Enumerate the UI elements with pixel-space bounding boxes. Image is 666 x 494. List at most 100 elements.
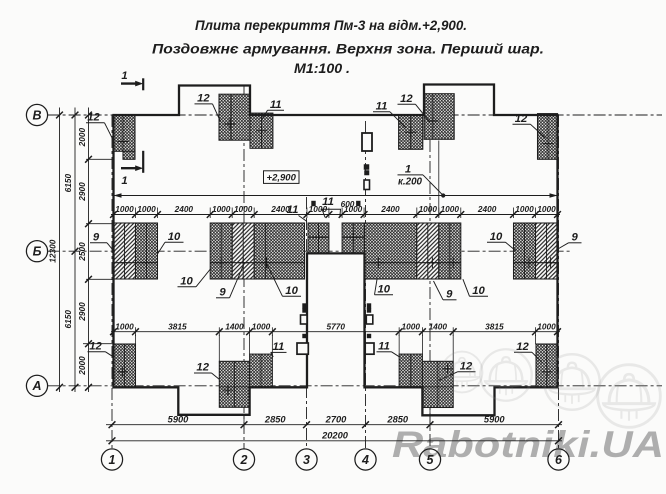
reinforcement-zone [112,114,136,152]
intersection-cross [313,231,324,243]
position-number: 10 [472,285,485,297]
col-axis-number: 1 [109,453,116,467]
dimension-tick [108,436,116,445]
reinforcement-zone [209,222,233,280]
reinforcement-zone [363,222,418,280]
position-number: 9 [446,289,453,301]
dimension-text: 1000 [419,204,438,214]
position-label-11: 11 [320,196,341,218]
label-leader [505,241,517,252]
label-leader [212,103,221,122]
col-axis-number: 4 [361,453,369,467]
title-line-3: М1:100 . [294,61,350,76]
dimension-text: 12300 [48,239,58,262]
col-axis-bubble-3: 3 [295,448,318,471]
embedded-part-symbol [302,308,307,313]
position-label-12: 12 [397,93,431,123]
label-leader [260,110,268,122]
label-leader [229,264,244,298]
embedded-part-symbol [364,170,370,176]
position-label-12: 12 [87,341,114,358]
section-label: 1 [121,70,127,82]
dimension-text: 6150 [63,310,73,329]
embedded-part-symbol [361,132,373,152]
position-label-10: 10 [177,268,212,288]
intersection-cross [405,126,417,138]
dimension-tick [71,111,79,119]
reinforcement-zone [122,150,136,160]
reinforcement-zone [218,93,251,141]
reinforcement-zone [112,222,137,280]
position-label-10: 10 [156,231,184,255]
dimension-text: 1000 [515,204,534,214]
dimension-text: 600 [341,199,355,209]
position-label-9: 9 [90,232,115,253]
dimension-text: 1000 [234,204,253,214]
position-label-12: 12 [194,362,220,380]
dimension-text: 2400 [174,204,194,214]
embedded-part-symbol [311,200,316,207]
embedded-part-symbol [366,333,372,339]
dimension-text: 20200 [321,430,349,440]
position-number: 12 [515,113,528,125]
label-leader [298,215,308,222]
position-label-10: 10 [462,279,488,297]
position-number: 10 [168,231,181,243]
cross-hatch-overlay [123,151,135,160]
dimension-tick [55,383,64,392]
reinforcement-zone [134,222,159,280]
reinforcement-zone [112,343,137,388]
watermark-text: Rabotniki.UA [392,424,664,465]
dimension-text: 2500 [77,242,87,262]
embedded-part-symbol [296,342,310,356]
intersection-cross [261,257,272,269]
embedded-part-symbol [366,303,372,309]
label-leader [105,351,114,358]
position-number: 12 [197,93,210,105]
row-axis-bubble-А: А [25,374,49,398]
reinforcement-zone [416,222,440,280]
intersection-cross [119,257,130,269]
dimension-text: 2400 [380,204,400,214]
dimension-tick [84,383,93,392]
reinforcement-zone [398,353,423,388]
position-label-10: 10 [487,231,517,252]
title-line-1: Плита перекриття Пм-3 на відм.+2,900. [195,18,467,33]
elevation-box [263,170,300,184]
dimension-chain-v: 12300 [48,107,64,392]
dimension-text: 5900 [168,414,190,424]
position-number: 12 [516,341,529,353]
dimension-text: 1000 [537,204,556,214]
col-axis-number: 5 [427,453,435,467]
intersection-cross [224,118,236,130]
dimension-tick [554,436,563,445]
dimension-text: 1000 [252,321,271,331]
row-axis-bubble-В: В [25,103,49,127]
position-number: 11 [273,341,285,353]
dimension-text: 2400 [270,204,290,214]
embedded-part-symbol [363,164,370,170]
label-leader [531,351,543,364]
dimension-text: 1000 [115,321,134,331]
section-label: 1 [121,175,127,187]
reinforcement-zone [536,113,559,160]
dimension-text: 1000 [344,204,363,214]
dimension-chain-h: 20200 [106,430,563,445]
dimension-text: 3815 [168,321,187,331]
col-axis-bubble-5: 5 [418,448,442,471]
label-leader [270,352,274,358]
position-number: 9 [93,232,100,244]
position-label-10: 10 [374,279,393,295]
embedded-part-symbol [363,179,371,191]
dimension-text: 2900 [77,302,87,322]
position-number: 12 [89,341,102,353]
position-label-12: 12 [194,93,221,122]
embedded-part-symbol [365,314,374,325]
embedded-part-symbol [299,314,308,325]
label-leader [211,372,220,380]
dimension-text: 2000 [77,128,87,148]
embedded-part-symbol [356,200,361,207]
